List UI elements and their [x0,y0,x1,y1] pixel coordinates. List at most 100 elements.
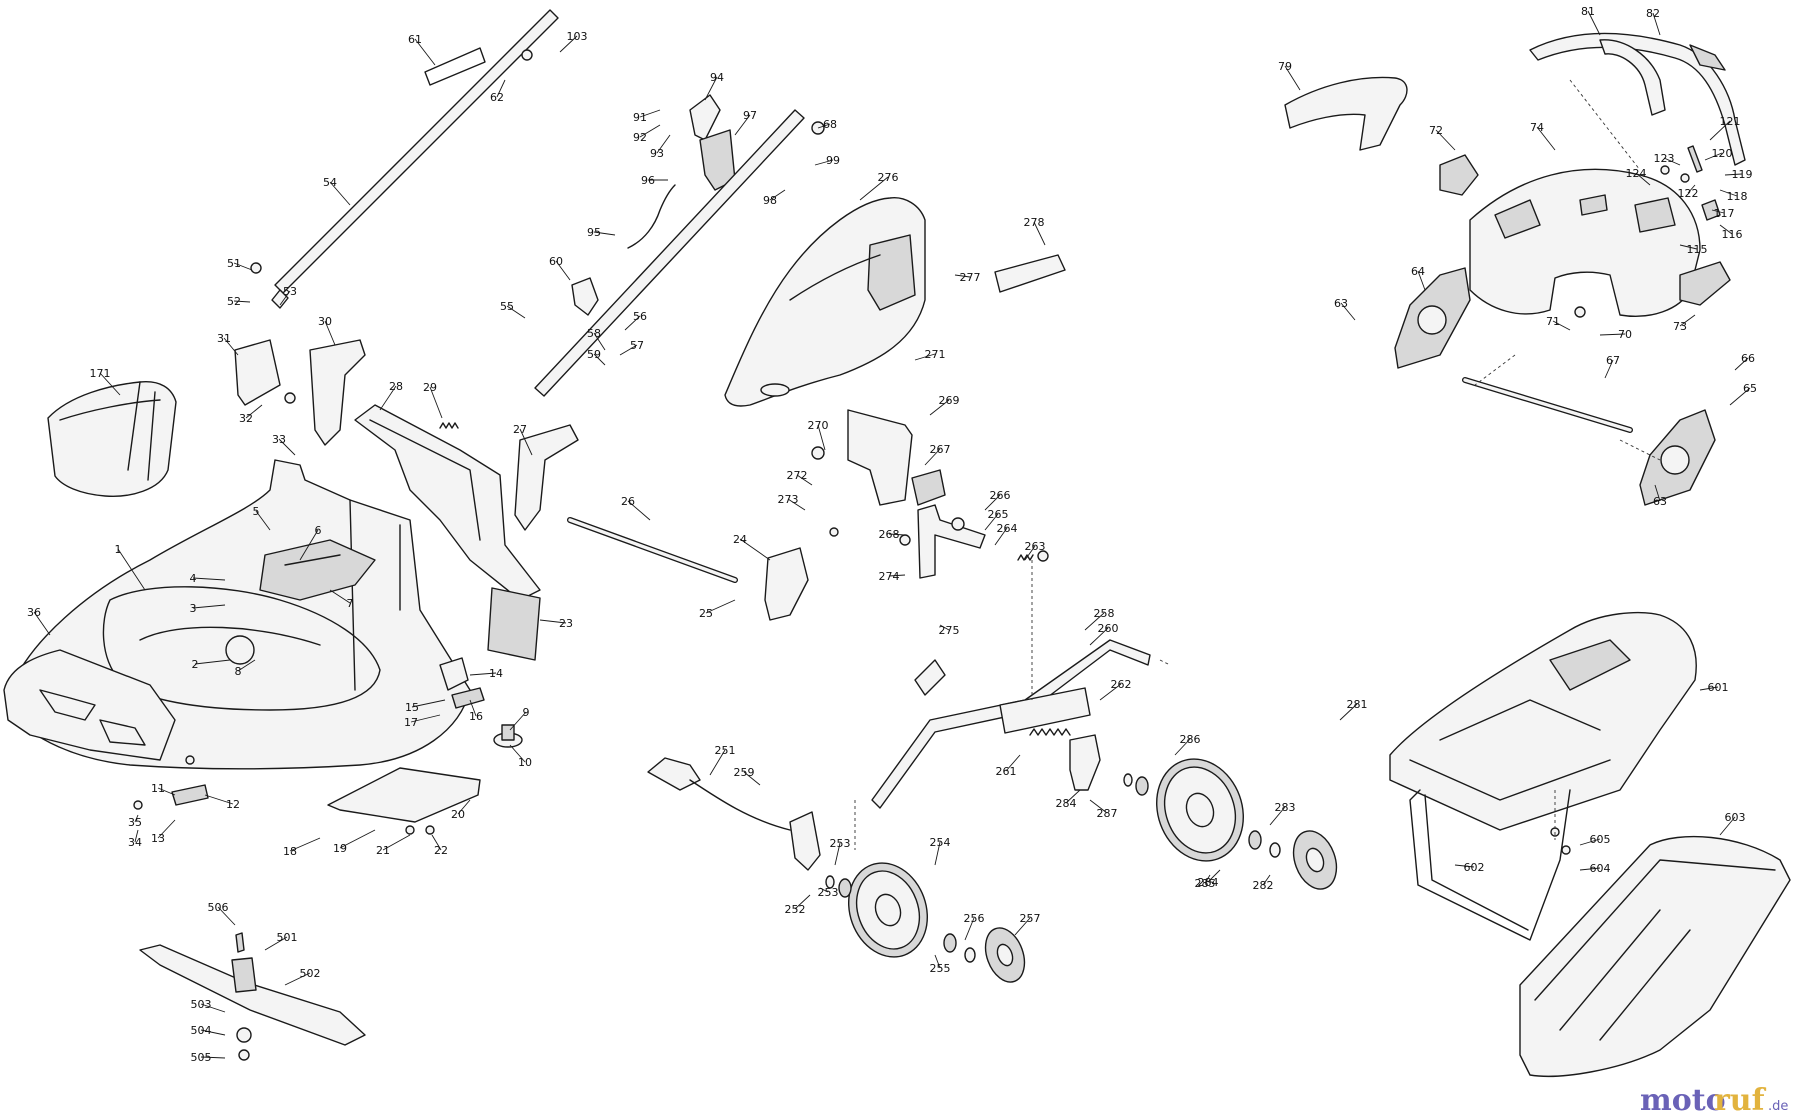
part-72-cover [1439,154,1479,196]
callout-label: 256 [964,912,985,925]
part-6-cover [259,539,376,601]
leader-line [289,837,321,852]
part-24-wheel-bracket [764,547,809,621]
callout-label: 283 [1275,801,1296,814]
part-94-lever [689,94,721,141]
part-277-cover [724,197,926,407]
leader-line [339,829,376,849]
callout-label: 505 [191,1051,212,1064]
callout-label: 124 [1626,167,1647,180]
part-257-hubcap [984,927,1026,983]
leader-line [888,533,906,536]
part-66-housing [1639,409,1716,506]
leader-line [410,714,441,723]
callout-label: 62 [490,91,504,104]
leader-line [233,300,251,303]
part-16-plate [451,687,485,709]
leader-line [1711,209,1725,214]
leader-line [964,917,975,941]
callout-label: 284 [1056,797,1077,810]
callout-label: 122 [1678,187,1699,200]
part-287-bracket [1069,734,1101,791]
callout-label: 95 [587,226,601,239]
leader-line [194,659,231,665]
callout-label: 3 [190,602,197,615]
callout-label: 287 [1097,807,1118,820]
part-79-grip [1284,76,1408,151]
part-601-catcher-top [1389,611,1697,831]
leader-line [1099,683,1122,701]
leader-line [1652,12,1661,36]
callout-label: 36 [27,606,41,619]
leader-line [233,262,253,271]
watermark-moto: moto [1640,1083,1726,1115]
leader-line [1204,874,1211,884]
leader-line [1704,152,1723,161]
part-54-lower-handle [271,9,559,309]
part-60-clip [571,277,599,316]
leader-line [819,887,829,893]
callout-label: 67 [1606,354,1620,367]
leader-line [787,498,806,511]
callout-label: 79 [1278,60,1292,73]
callout-label: 31 [217,332,231,345]
leader-line [117,548,146,591]
leader-line [796,474,813,486]
callout-label: 97 [743,109,757,122]
leader-line [954,274,971,278]
leader-line [1724,173,1743,176]
leader-line [1687,184,1696,194]
callout-label: 26 [621,495,635,508]
callout-label: 259 [734,766,755,779]
leader-line [1719,816,1736,836]
leader-line [984,494,1001,511]
leader-line [627,500,651,521]
callout-label: 117 [1714,207,1735,220]
callout-label: 98 [763,194,777,207]
callout-label: 99 [826,154,840,167]
callout-label: 35 [128,816,142,829]
callout-label: 32 [239,412,253,425]
callout-label: 96 [641,174,655,187]
leader-line [914,353,936,361]
callout-label: 119 [1732,168,1753,181]
callout-label: 22 [434,844,448,857]
leader-line [245,404,263,419]
leader-line [217,906,236,926]
leader-line [431,834,442,851]
callout-label: 506 [208,901,229,914]
leader-line [593,332,606,351]
part-278-plate [994,254,1066,293]
callout-label: 103 [567,30,588,43]
callout-label: 61 [408,33,422,46]
callout-label: 601 [1708,681,1729,694]
part-12-clip [171,784,209,806]
leader-line [1005,754,1021,772]
leader-line [1084,612,1105,631]
part-61-clip [424,47,486,86]
leader-line [834,842,841,866]
leader-line [382,834,411,851]
leader-line [1719,224,1733,235]
leader-line [1065,789,1081,804]
callout-label: 502 [300,967,321,980]
leader-line [705,599,736,614]
leader-line [934,954,941,969]
callout-label: 30 [318,315,332,328]
callout-label: 94 [710,71,724,84]
callout-label: 18 [283,845,297,858]
callout-label: 252 [785,903,806,916]
leader-line [33,611,51,636]
leader-line [934,841,941,866]
callout-label: 34 [128,836,142,849]
callout-label: 71 [1546,315,1560,328]
callout-label: 286 [1180,733,1201,746]
callout-label: 116 [1722,228,1743,241]
leader-line [1014,917,1031,936]
leader-line [324,320,336,346]
leader-line [539,619,567,624]
callout-label: 254 [930,836,951,849]
leader-line [192,604,226,609]
callout-label: 6 [315,524,322,537]
